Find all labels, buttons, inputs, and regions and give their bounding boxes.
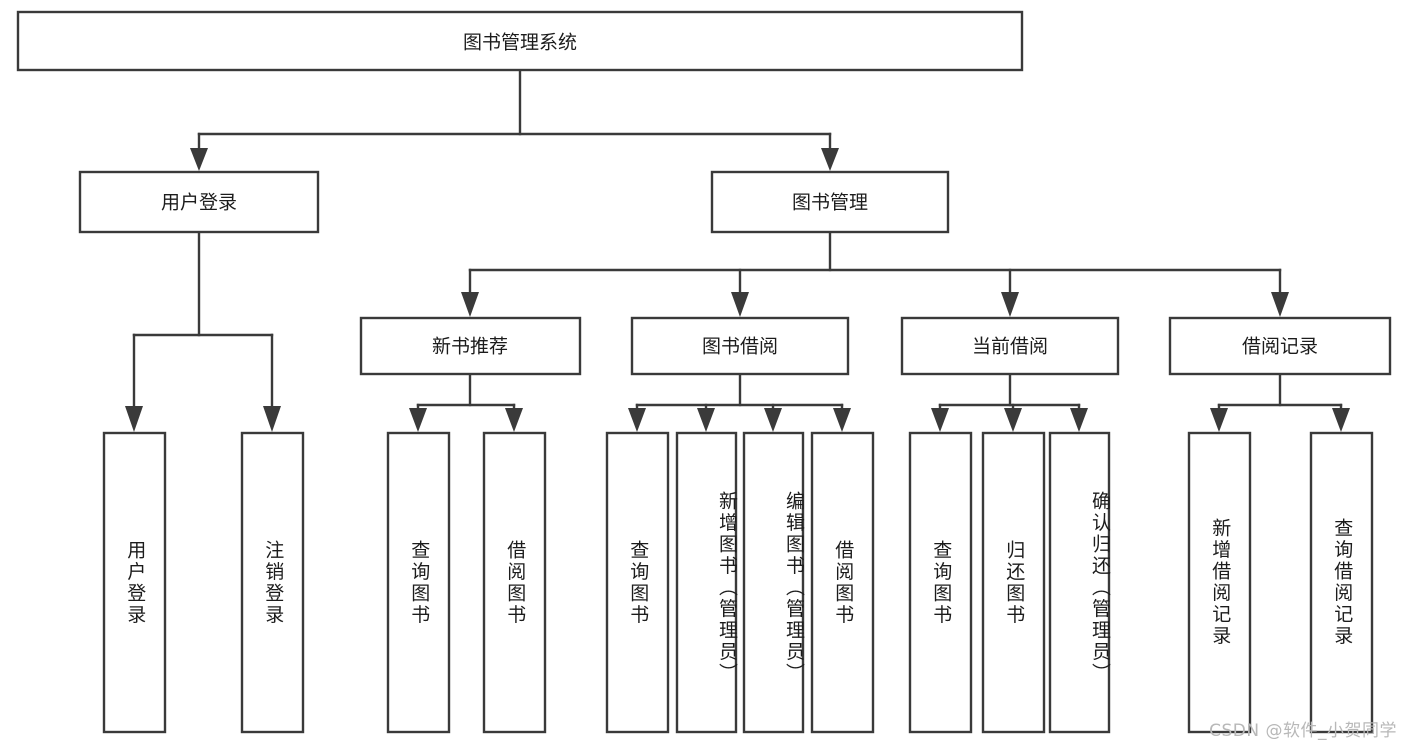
connector-group-user-login (125, 230, 281, 432)
node-current-borrow-label: 当前借阅 (972, 336, 1048, 358)
connector-group-root (190, 68, 839, 171)
node-book-manage-box[interactable] (710, 170, 950, 234)
connector-group-book-manage (461, 230, 1289, 317)
leaf-query-book-3-box[interactable] (908, 431, 973, 734)
arrowhead-leaf-add-book-admin (697, 408, 715, 432)
node-book-borrow[interactable]: 图书借阅 (630, 316, 850, 376)
leaf-query-record-box[interactable] (1309, 431, 1374, 734)
leaf-user-login-box[interactable] (102, 431, 167, 734)
node-borrow-record-label: 借阅记录 (1242, 336, 1318, 358)
node-user-login[interactable]: 用户登录 (78, 170, 320, 234)
node-root-label: 图书管理系统 (463, 32, 577, 54)
arrowhead-leaf-query-book-3 (931, 408, 949, 432)
arrowhead-new-book-rec (461, 292, 479, 317)
leaf-borrow-book-1-box[interactable] (482, 431, 547, 734)
node-current-borrow[interactable]: 当前借阅 (900, 316, 1120, 376)
arrowhead-leaf-confirm-return-admin (1070, 408, 1088, 432)
arrowhead-leaf-query-book-1 (409, 408, 427, 432)
node-book-borrow-box[interactable] (630, 316, 850, 376)
arrowhead-current-borrow (1001, 292, 1019, 317)
arrowhead-leaf-borrow-book-1 (505, 408, 523, 432)
leaf-borrow-book-2-box[interactable] (810, 431, 875, 734)
arrowhead-book-manage (821, 148, 839, 171)
node-new-book-rec[interactable]: 新书推荐 (359, 316, 582, 376)
arrowhead-leaf-user-logout (263, 406, 281, 432)
arrowhead-leaf-add-record (1210, 408, 1228, 432)
node-book-borrow-label: 图书借阅 (702, 336, 778, 358)
arrowhead-user-login (190, 148, 208, 171)
connector-group-book-borrow (628, 372, 851, 432)
arrowhead-book-borrow (731, 292, 749, 317)
leaf-query-book-2-box[interactable] (605, 431, 670, 734)
node-book-manage-label: 图书管理 (792, 192, 868, 214)
connector-group-borrow-record (1210, 372, 1350, 432)
node-user-login-box[interactable] (78, 170, 320, 234)
arrowhead-leaf-return-book (1004, 408, 1022, 432)
node-root-box[interactable] (16, 10, 1024, 72)
leaf-query-book-1-box[interactable] (386, 431, 451, 734)
connector-group-new-book-rec (409, 372, 523, 432)
arrowhead-borrow-record (1271, 292, 1289, 317)
arrowhead-leaf-borrow-book-2 (833, 408, 851, 432)
leaf-boxes (102, 431, 1374, 734)
arrowhead-leaf-query-record (1332, 408, 1350, 432)
leaf-add-book-admin-box[interactable] (675, 431, 738, 734)
node-new-book-rec-box[interactable] (359, 316, 582, 376)
node-root[interactable]: 图书管理系统 (16, 10, 1024, 72)
node-book-manage[interactable]: 图书管理 (710, 170, 950, 234)
arrowhead-leaf-edit-book-admin (764, 408, 782, 432)
node-user-login-label: 用户登录 (161, 192, 237, 214)
leaf-return-book-box[interactable] (981, 431, 1046, 734)
leaf-edit-book-admin-box[interactable] (742, 431, 805, 734)
node-current-borrow-box[interactable] (900, 316, 1120, 376)
node-borrow-record-box[interactable] (1168, 316, 1392, 376)
leaf-user-logout-box[interactable] (240, 431, 305, 734)
arrowhead-leaf-query-book-2 (628, 408, 646, 432)
leaf-confirm-return-admin-box[interactable] (1048, 431, 1111, 734)
node-borrow-record[interactable]: 借阅记录 (1168, 316, 1392, 376)
leaf-add-record-box[interactable] (1187, 431, 1252, 734)
csdn-watermark: CSDN @软件_小贺同学 (1209, 721, 1397, 741)
arrowhead-leaf-user-login (125, 406, 143, 432)
node-new-book-rec-label: 新书推荐 (432, 336, 508, 358)
connector-group-current-borrow (931, 372, 1088, 432)
